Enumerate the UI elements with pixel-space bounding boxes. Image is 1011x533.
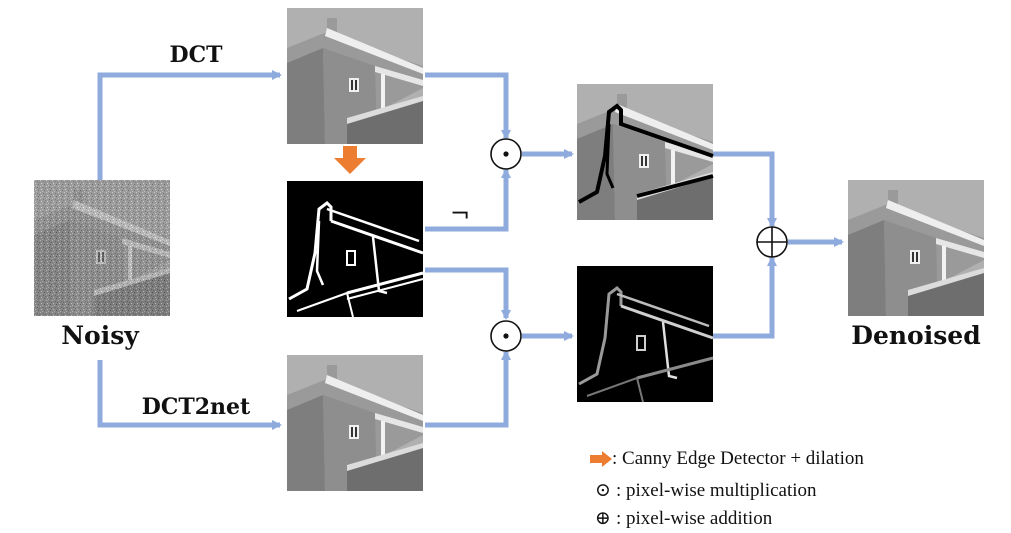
denoised-image (848, 180, 984, 316)
flow-lines (97, 70, 844, 430)
dct-label: DCT (170, 42, 224, 68)
odot-icon: ⊙ (595, 480, 611, 501)
multiply-operator (490, 138, 522, 170)
multiply-operator-2 (490, 320, 522, 352)
legend-item-multiply: ⊙ : pixel-wise multiplication (590, 479, 817, 502)
noisy-to-dct-line (97, 70, 282, 180)
legend-text-multiply: : pixel-wise multiplication (616, 479, 817, 501)
noisy-label: Noisy (61, 321, 140, 350)
masked-dct-image (577, 84, 714, 220)
masked-dct2net-image (577, 266, 714, 403)
dct-to-multiply-line (425, 72, 511, 140)
denoised-label: Denoised (851, 321, 980, 350)
legend-item-add: ⊕ : pixel-wise addition (590, 507, 772, 530)
dct2net-to-multiply2-line (425, 350, 511, 428)
not-symbol: ¬ (450, 200, 470, 228)
edges-to-multiply-line (425, 168, 511, 232)
oplus-icon: ⊕ (595, 508, 611, 529)
noisy-image (34, 180, 170, 316)
noisy-to-dct2net-line (97, 360, 282, 430)
product2-to-add-line (712, 256, 777, 339)
dct2net-image (287, 355, 423, 491)
edges-to-multiply2-line (425, 267, 511, 320)
edge-map-image (285, 179, 425, 319)
dct-image (287, 8, 423, 144)
legend-text-add: : pixel-wise addition (616, 507, 773, 529)
orange-arrow-icon (590, 451, 612, 467)
legend-text-canny: : Canny Edge Detector + dilation (612, 448, 864, 469)
add-operator (756, 226, 788, 258)
orange-arrow-icon (334, 146, 366, 174)
legend-item-canny: : Canny Edge Detector + dilation (590, 448, 864, 470)
product-to-add-line (712, 151, 777, 228)
dct2net-label: DCT2net (142, 394, 251, 420)
